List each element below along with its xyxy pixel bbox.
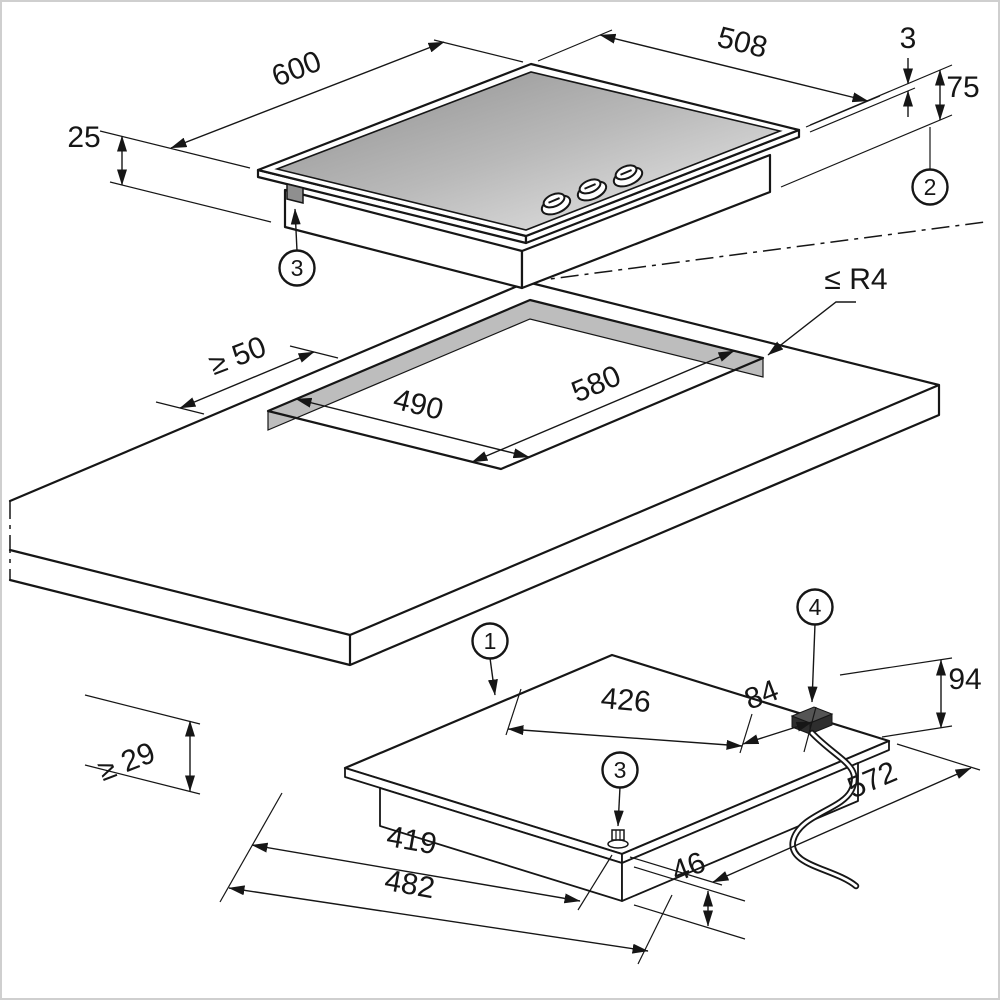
- extension-line: [633, 866, 746, 902]
- fixing-bracket-icon: [286, 183, 304, 204]
- dim-hob-width-arrow: [170, 41, 445, 149]
- dim-frame-height-label: 25: [67, 121, 100, 154]
- hob-top-unit: [256, 62, 801, 290]
- dim-base-depth-arrow: [228, 885, 649, 954]
- dim-corner-radius-leader: [767, 301, 856, 356]
- callout-4: 4: [796, 588, 834, 703]
- extension-line: [629, 856, 723, 886]
- callout-4-badge: [796, 588, 834, 626]
- extension-line: [84, 694, 201, 725]
- extension-line: [84, 764, 201, 795]
- callout-3-number: 3: [291, 255, 304, 281]
- control-knob: [612, 164, 644, 188]
- dim-cable-offset-arrow: [507, 725, 743, 750]
- callout-2: 2: [911, 127, 949, 206]
- extension-line: [809, 64, 953, 126]
- hob-body-right-facet: [520, 153, 772, 290]
- callout-3-badge: [601, 751, 639, 789]
- fixing-screw-icon: [607, 829, 629, 849]
- extension-line: [219, 792, 283, 903]
- callout-1: 1: [471, 622, 509, 696]
- callout-1-number: 1: [484, 628, 497, 654]
- dim-cutout-width-arrow: [471, 350, 735, 463]
- callout-2-number: 2: [924, 174, 937, 200]
- worktop-front-left-facet: [10, 550, 350, 665]
- extension-line: [839, 657, 953, 676]
- dim-base-width-arrow: [712, 767, 972, 883]
- worktop-front-right-facet: [350, 385, 939, 665]
- extension-line: [109, 181, 272, 223]
- worktop-edges: [8, 280, 941, 667]
- worktop-cut-lines: [9, 221, 986, 580]
- dim-cable-height-label: 94: [948, 663, 981, 696]
- control-knob: [540, 192, 572, 216]
- callout-3-number: 3: [614, 757, 627, 783]
- dim-glass-height-label: 3: [900, 22, 917, 55]
- callout-3-top: 3: [278, 208, 316, 287]
- callout-2-badge: [911, 168, 949, 206]
- extension-line: [433, 39, 524, 63]
- callout-3-badge: [278, 249, 316, 287]
- callouts: 3 2 1 4 3: [278, 127, 949, 827]
- extension-line: [780, 114, 953, 188]
- control-knob: [576, 178, 608, 202]
- dim-build-in-height-label: 75: [946, 71, 979, 104]
- callout-1-badge: [471, 622, 509, 660]
- dim-cable-edge-gap-arrow: [742, 721, 813, 745]
- dim-corner-radius-label: ≤ R4: [824, 263, 887, 296]
- extension-line: [809, 87, 916, 133]
- dim-cable-offset-label: 426: [599, 682, 652, 719]
- callout-4-number: 4: [809, 594, 822, 620]
- dim-hob-depth-arrow: [599, 33, 869, 103]
- glass-surface: [274, 71, 783, 231]
- extension-line: [633, 904, 746, 940]
- extension-line: [896, 743, 981, 771]
- callout-3-bottom: 3: [601, 751, 639, 827]
- dim-side-clearance-arrow: [179, 351, 315, 409]
